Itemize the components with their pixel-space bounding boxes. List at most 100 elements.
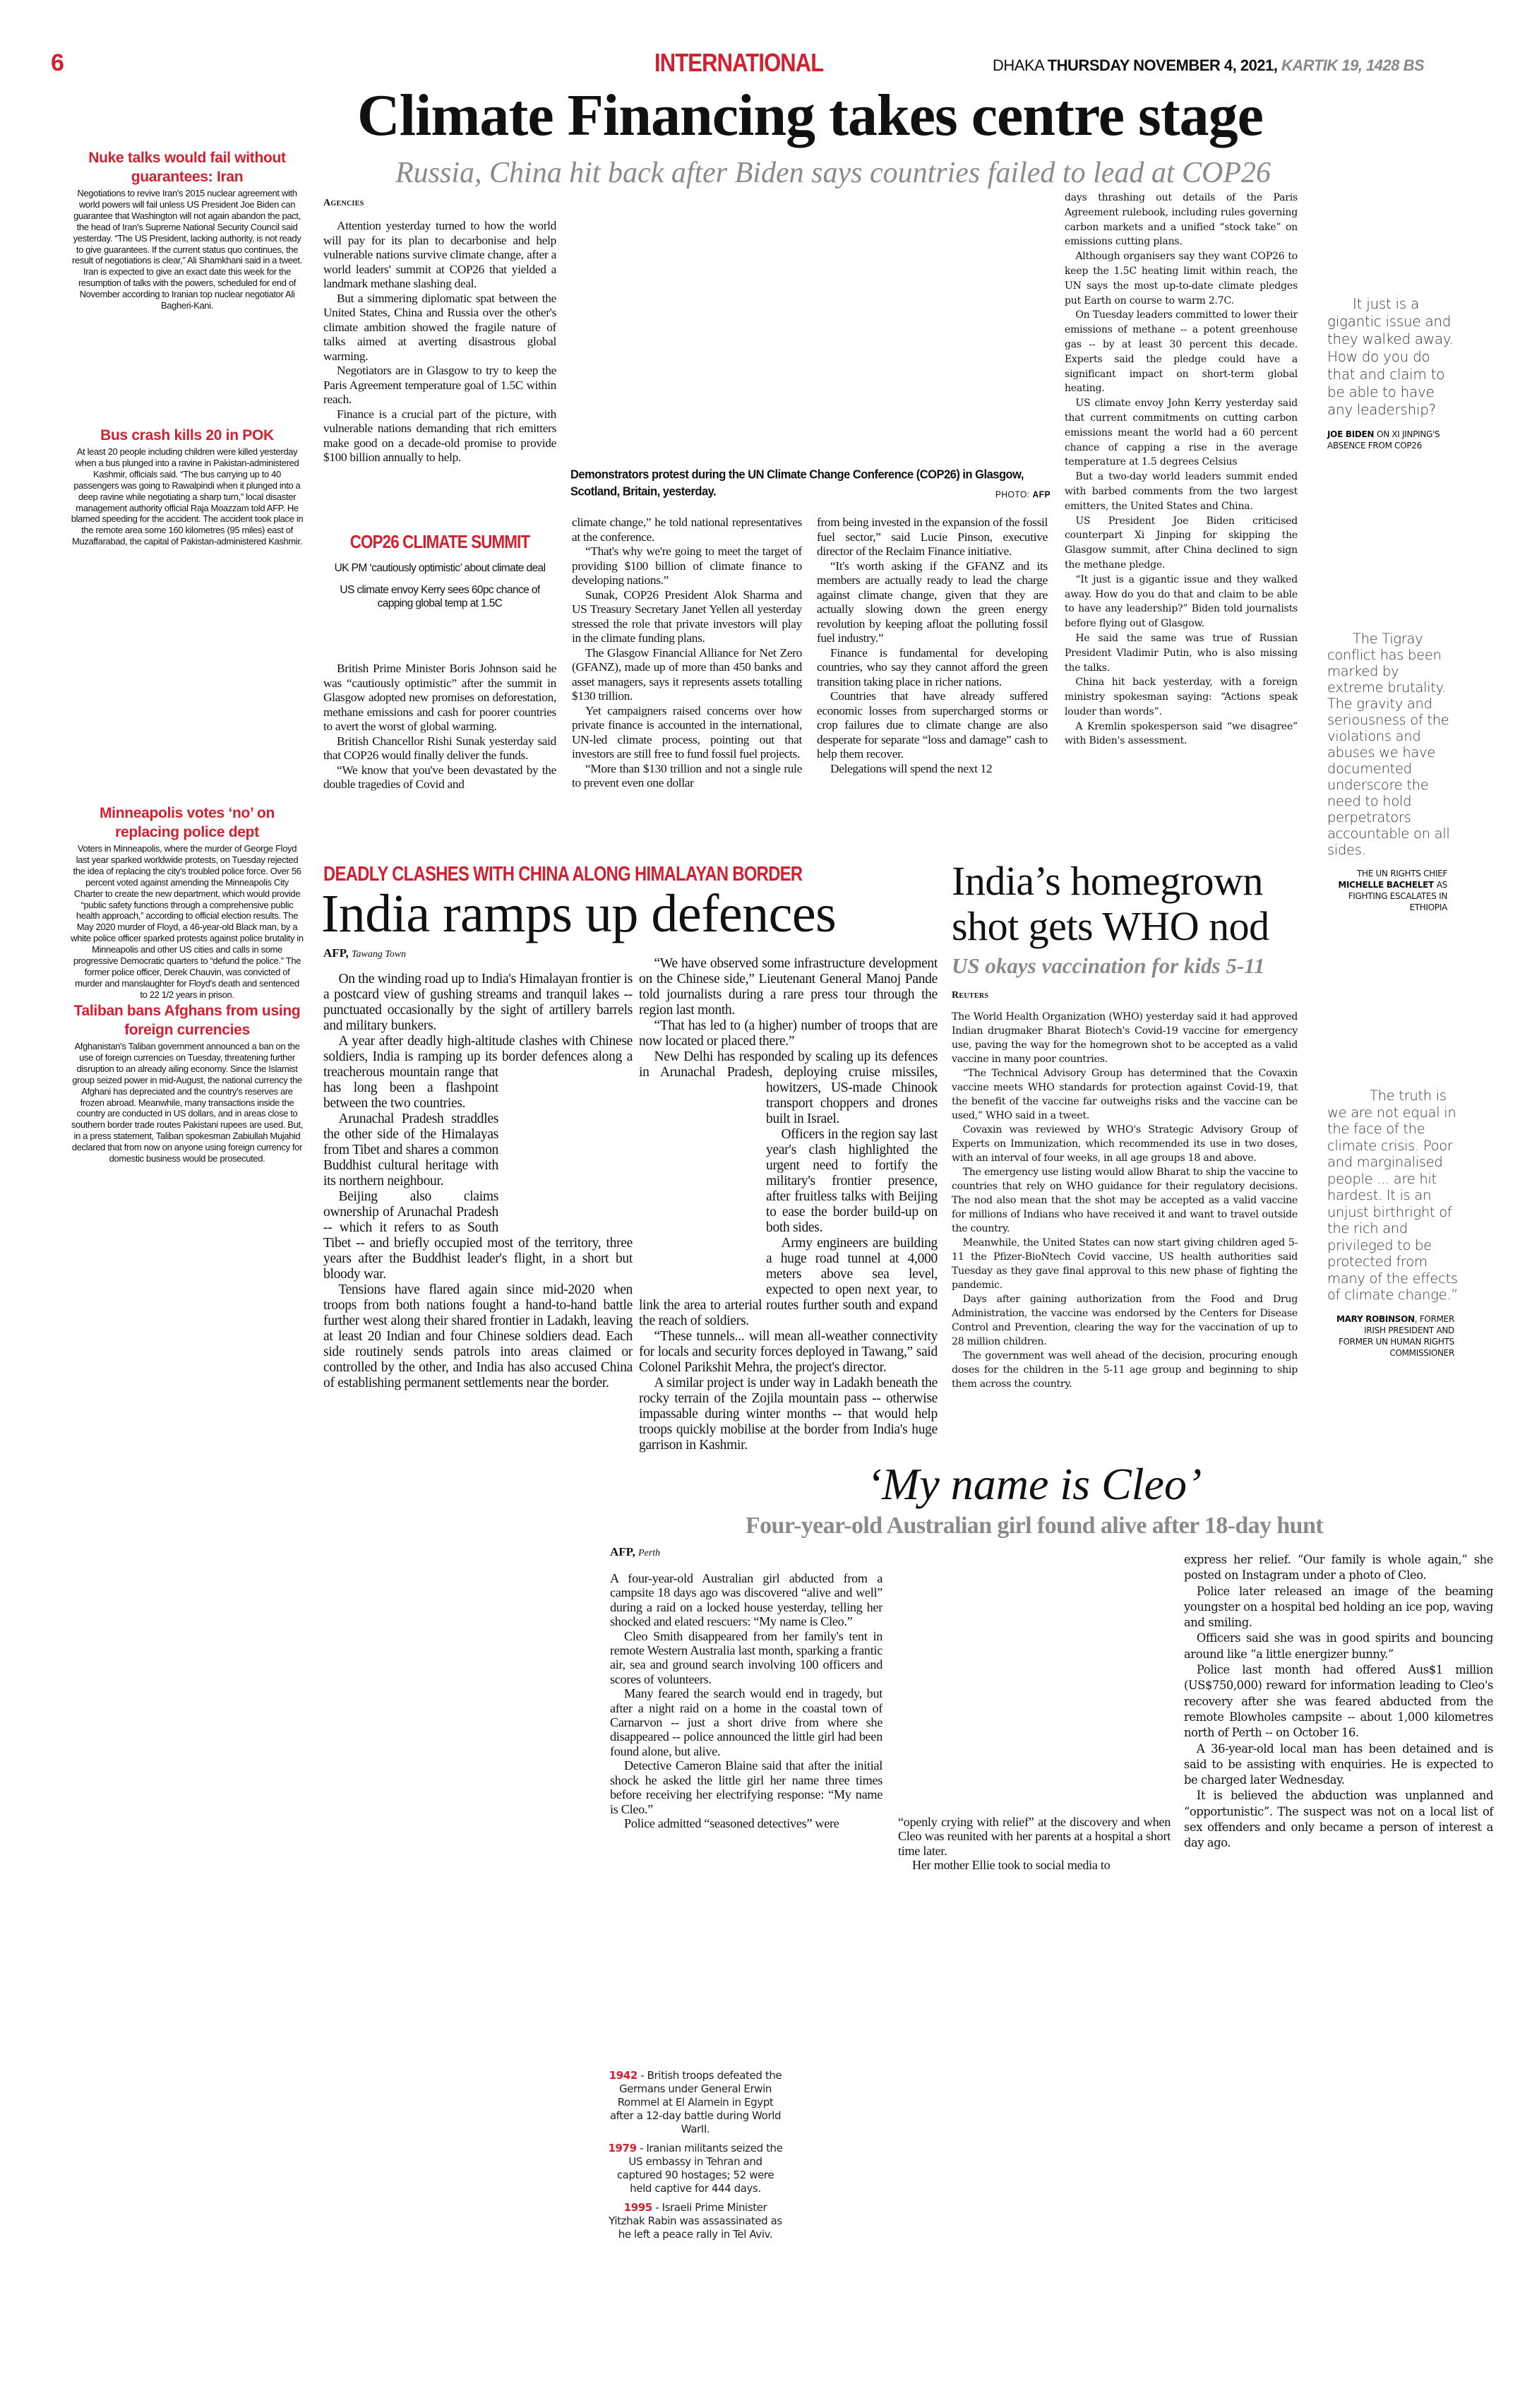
byline-place: Tawang Town <box>352 949 407 960</box>
cleo-column-3: express her relief. “Our family is whole… <box>1184 1552 1493 1852</box>
brief-taliban: Taliban bans Afghans from using foreign … <box>71 1001 304 1164</box>
who-headline: India’s homegrown shot gets WHO nod <box>952 858 1269 949</box>
india-column-1: On the winding road up to India's Himala… <box>323 972 633 1391</box>
photo-credit: PHOTO: AFP <box>995 489 1051 500</box>
section-label: INTERNATIONAL <box>654 48 824 77</box>
quote-prefix: THE UN RIGHTS CHIEF <box>1356 869 1447 878</box>
brief-bus-crash: Bus crash kills 20 in POK At least 20 peo… <box>71 426 304 547</box>
paragraph: It is believed the abduction was unplann… <box>1184 1789 1493 1850</box>
paragraph: New Delhi has responded by scaling up it… <box>639 1049 938 1126</box>
agency: AFP, <box>323 946 349 960</box>
paragraph: The emergency use listing would allow Bh… <box>952 1167 1298 1234</box>
paragraph: Police later released an image of the be… <box>1184 1584 1493 1630</box>
history-year: 1995 <box>623 2201 653 2214</box>
lead-byline: Agencies <box>323 198 364 208</box>
paragraph: Tensions have flared again since mid-202… <box>323 1282 633 1390</box>
paragraph: Officers in the region say last year's c… <box>766 1127 938 1235</box>
paragraph: China hit back yesterday, with a foreign… <box>1065 676 1298 717</box>
india-byline: AFP, Tawang Town <box>323 946 406 960</box>
quote-attribution: THE UN RIGHTS CHIEF MICHELLE BACHELET AS… <box>1327 868 1454 913</box>
paragraph: Attention yesterday turned to how the wo… <box>323 219 556 290</box>
paragraph: “These tunnels... will mean all-weather … <box>639 1329 938 1375</box>
quote-text: It just is a gigantic issue and they wal… <box>1327 295 1454 418</box>
paragraph: Police last month had offered Aus$1 mill… <box>1184 1663 1493 1740</box>
paragraph: British Prime Minister Boris Johnson sai… <box>323 662 556 733</box>
india-column-2-text: “We have observed some infrastructure de… <box>639 956 938 1453</box>
inset-image-area <box>639 1080 766 1298</box>
who-body: The World Health Organization (WHO) yest… <box>952 1010 1298 1391</box>
paragraph: US climate envoy John Kerry yesterday sa… <box>1065 398 1298 468</box>
india-column-2: “We have observed some infrastructure de… <box>639 956 938 1453</box>
pull-quote-robinson: The truth is we are not equal in the fac… <box>1327 1087 1461 1359</box>
paragraph: Although organisers say they want COP26 … <box>1065 251 1298 306</box>
quote-attribution: JOE BIDEN ON XI JINPING'S ABSENCE FROM C… <box>1327 429 1454 451</box>
date: THURSDAY NOVEMBER 4, 2021, <box>1047 56 1278 74</box>
photo-caption: Demonstrators protest during the UN Clim… <box>570 466 1051 500</box>
lead-column-1-top: Attention yesterday turned to how the wo… <box>323 219 556 465</box>
cop26-box-item: US climate envoy Kerry sees 60pc chance … <box>340 584 540 609</box>
paragraph: Finance is fundamental for developing co… <box>817 645 1048 689</box>
lead-column-3: from being invested in the expansion of … <box>817 515 1048 776</box>
quote-role: AS FIGHTING ESCALATES IN ETHIOPIA <box>1348 880 1448 912</box>
lead-column-4: days thrashing out details of the Paris … <box>1065 191 1298 749</box>
city: DHAKA <box>993 56 1044 74</box>
quote-name: JOE BIDEN <box>1327 429 1375 439</box>
pull-quote-biden: It just is a gigantic issue and they wal… <box>1327 295 1454 451</box>
paragraph: Sunak, COP26 President Alok Sharma and U… <box>572 588 802 645</box>
quote-text: The Tigray conflict has been marked by e… <box>1327 631 1450 858</box>
paragraph: express her relief. “Our family is whole… <box>1184 1553 1493 1583</box>
paragraph: “That has led to (a higher) number of tr… <box>639 1018 938 1049</box>
brief-body: At least 20 people including children we… <box>71 446 304 547</box>
india-kicker: DEADLY CLASHES WITH CHINA ALONG HIMALAYA… <box>323 863 803 886</box>
paragraph: Meanwhile, the United States can now sta… <box>952 1237 1298 1291</box>
brief-title: Bus crash kills 20 in POK <box>100 427 274 443</box>
paragraph: Delegations will spend the next 12 <box>830 761 993 775</box>
paragraph: A similar project is under way in Ladakh… <box>639 1376 938 1453</box>
cop26-box-title: COP26 CLIMATE SUMMIT <box>349 531 530 552</box>
paragraph: Yet campaigners raised concerns over how… <box>572 703 802 761</box>
paragraph: Countries that have already suffered eco… <box>817 689 1048 761</box>
paragraph: British Chancellor Rishi Sunak yesterday… <box>323 734 556 763</box>
paragraph: He said the same was true of Russian Pre… <box>1065 632 1298 674</box>
byline-place: Perth <box>638 1548 661 1558</box>
paragraph: Finance is a crucial part of the picture… <box>323 407 556 465</box>
brief-body: Afghanistan's Taliban government announc… <box>71 1041 304 1164</box>
paragraph: The government was well ahead of the dec… <box>952 1350 1298 1390</box>
paragraph: Army engineers are building a huge road … <box>639 1236 938 1328</box>
cop26-box: COP26 CLIMATE SUMMIT UK PM ‘cautiously o… <box>323 531 556 610</box>
paragraph: Detective Cameron Blaine said that after… <box>610 1758 882 1816</box>
who-subhead: US okays vaccination for kids 5-11 <box>952 953 1265 978</box>
paragraph: “openly crying with relief” at the disco… <box>898 1815 1171 1858</box>
brief-body: Negotiations to revive Iran's 2015 nucle… <box>72 188 302 311</box>
history-item: 1995 - Israeli Prime Minister Yitzhak Ra… <box>605 2201 786 2241</box>
pull-quote-bachelet: The Tigray conflict has been marked by e… <box>1327 631 1454 913</box>
paragraph: “We have observed some infrastructure de… <box>639 956 938 1018</box>
cop26-box-item: UK PM ‘cautiously optimistic’ about clim… <box>334 562 546 574</box>
lead-photo <box>572 191 1048 463</box>
quote-role: ON XI JINPING'S ABSENCE FROM COP26 <box>1327 429 1440 451</box>
quote-role: , FORMER IRISH PRESIDENT AND FORMER UN H… <box>1338 1313 1454 1358</box>
dateline: DHAKA THURSDAY NOVEMBER 4, 2021, KARTIK … <box>993 56 1425 75</box>
quote-name: MARY ROBINSON <box>1336 1313 1415 1324</box>
paragraph: On the winding road up to India's Himala… <box>323 972 633 1033</box>
credit-source: AFP <box>1032 489 1051 500</box>
paragraph: days thrashing out details of the Paris … <box>1065 192 1298 248</box>
brief-body: Voters in Minneapolis, where the murder … <box>71 843 304 1000</box>
paragraph: A 36-year-old local man has been detaine… <box>1184 1741 1493 1787</box>
caption-text: Demonstrators protest during the UN Clim… <box>570 467 1024 499</box>
paragraph: But a simmering diplomatic spat between … <box>323 291 556 363</box>
cleo-headline: ‘My name is Cleo’ <box>866 1459 1202 1509</box>
brief-title: Nuke talks would fail without guarantees… <box>88 150 286 185</box>
cleo-column-1: A four-year-old Australian girl abducted… <box>610 1571 882 1830</box>
lead-headline: Climate Financing takes centre stage <box>357 83 1264 148</box>
paragraph: On Tuesday leaders committed to lower th… <box>1065 309 1298 395</box>
history-year: 1942 <box>609 2069 638 2082</box>
paragraph: “We know that you've been devastated by … <box>323 763 556 792</box>
paragraph: But a two-day world leaders summit ended… <box>1065 471 1298 512</box>
paragraph: Officers said she was in good spirits an… <box>1184 1631 1493 1661</box>
paragraph: Her mother Ellie took to social media to <box>912 1858 1111 1873</box>
cleo-subhead: Four-year-old Australian girl found aliv… <box>745 1513 1324 1539</box>
paragraph: A Kremlin spokesperson said “we disagree… <box>1065 720 1298 747</box>
paragraph: Arunachal Pradesh straddles the other si… <box>323 1111 498 1188</box>
history-item: 1942 - British troops defeated the Germa… <box>605 2069 786 2136</box>
